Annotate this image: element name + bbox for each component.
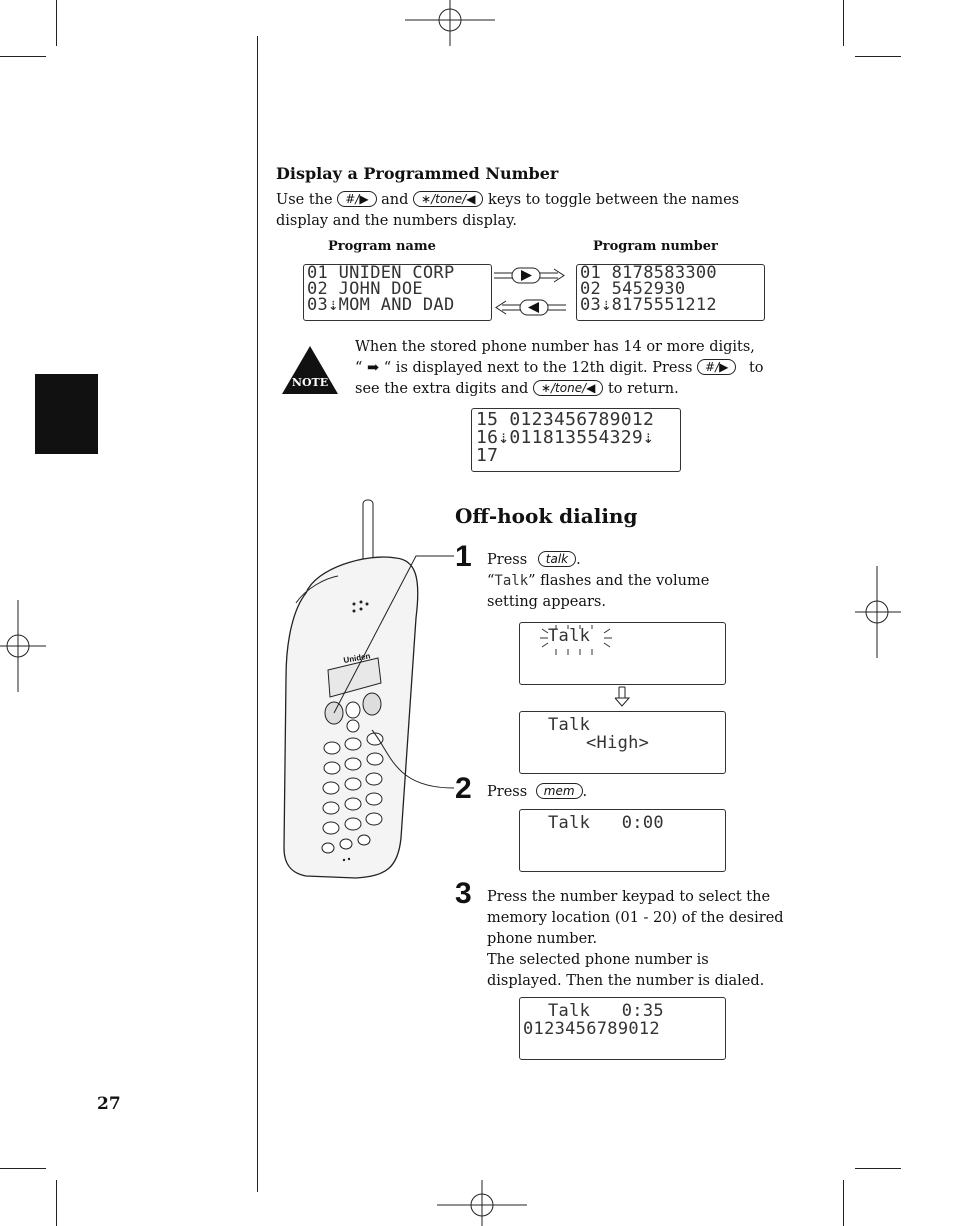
crop-mark [0, 56, 46, 57]
lcd-line: 15 0123456789012 [476, 409, 655, 430]
intro-text: Use the #/▶ and ∗/tone/◀ keys to toggle … [276, 190, 776, 232]
step-1-line2: ” flashes and the volume [528, 573, 710, 589]
lcd-line: 0123456789012 [523, 1019, 660, 1039]
lcd-line: Talk [548, 715, 591, 735]
step-1-text: Press talk. “Talk” flashes and the volum… [487, 550, 787, 613]
note-line2a: “ ➡ “ is displayed next to the 12th digi… [355, 360, 693, 376]
lcd-line: Talk [548, 626, 591, 646]
flash-rays-icon [540, 625, 612, 655]
talk-key-label: talk [537, 551, 577, 567]
program-name-label: Program name [328, 239, 436, 254]
registration-mark-bottom [437, 1180, 527, 1226]
note-line1: When the stored phone number has 14 or m… [355, 339, 755, 355]
step-3-number: 3 [455, 877, 472, 910]
lcd-line: 16⇣011813554329⇣ [476, 427, 655, 448]
step-2-press: Press [487, 784, 528, 800]
step-2-number: 2 [455, 772, 472, 805]
page-number: 27 [97, 1094, 121, 1114]
step-1-number: 1 [455, 540, 472, 573]
lcd-line: 02 5452930 [580, 279, 686, 299]
step-3-line: memory location (01 - 20) of the desired [487, 910, 784, 926]
step-2-text: Press mem. [487, 782, 587, 803]
note-badge-text: NOTE [292, 376, 328, 389]
registration-mark-left [0, 600, 46, 692]
program-name-display: 01 UNIDEN CORP 02 JOHN DOE 03⇣MOM AND DA… [303, 264, 492, 321]
dialing-display: Talk 0:35 0123456789012 [519, 997, 726, 1060]
program-number-display: 01 8178583300 02 5452930 03⇣8175551212 [576, 264, 765, 321]
intro-part3: keys to toggle between the names [488, 192, 740, 208]
note-line3b: to return. [607, 381, 679, 397]
mem-key-label: mem [535, 783, 583, 799]
tone-key-label: ∗/tone/◀ [532, 380, 604, 396]
step-1-period: . [576, 552, 581, 568]
talk-volume-display: Talk <High> [519, 711, 726, 774]
note-line2b: to [748, 360, 764, 376]
crop-mark [855, 56, 901, 57]
intro-part1: Use the [276, 192, 333, 208]
note-icon: NOTE [282, 346, 338, 394]
crop-mark [56, 1180, 57, 1226]
talk-flashing-display: Talk [519, 622, 726, 685]
arrow-left-icon [495, 299, 566, 316]
intro-line2: display and the numbers display. [276, 213, 518, 229]
chapter-tab [35, 374, 98, 454]
step-3-text: Press the number keypad to select the me… [487, 887, 807, 992]
down-arrow-icon [614, 686, 631, 707]
registration-mark-right [855, 566, 901, 658]
step-3-line: The selected phone number is [487, 952, 709, 968]
step-3-line: Press the number keypad to select the [487, 889, 771, 905]
toggle-arrows [494, 267, 566, 316]
lcd-line: Talk 0:00 [548, 813, 664, 833]
cordless-phone-illustration: Uniden [283, 499, 455, 879]
extra-digits-display: 15 0123456789012 16⇣011813554329⇣ 17 [471, 408, 681, 472]
arrow-right-icon [494, 267, 565, 284]
lcd-line: 03⇣8175551212 [580, 295, 717, 315]
tone-key-label: ∗/tone/◀ [413, 191, 484, 207]
crop-mark [0, 1168, 46, 1169]
section-title: Display a Programmed Number [276, 164, 559, 183]
lcd-line: 17 [476, 445, 499, 466]
lcd-line: 03⇣MOM AND DAD [307, 295, 455, 315]
quote-open: “ [487, 573, 495, 589]
lcd-line: 02 JOHN DOE [307, 279, 423, 299]
lcd-line: Talk 0:35 [548, 1001, 664, 1021]
registration-mark-top [405, 0, 495, 46]
program-number-label: Program number [593, 239, 718, 254]
lcd-line: 01 8178583300 [580, 263, 717, 283]
lcd-line: <High> [586, 733, 650, 753]
page-divider [257, 36, 258, 1192]
crop-mark [843, 1180, 844, 1226]
step-1-press: Press [487, 552, 528, 568]
step-1-line3: setting appears. [487, 594, 606, 610]
crop-mark [855, 1168, 901, 1169]
step-3-line: phone number. [487, 931, 598, 947]
step-3-line: displayed. Then the number is dialed. [487, 973, 765, 989]
talk-timer-display: Talk 0:00 [519, 809, 726, 872]
offhook-title: Off-hook dialing [455, 504, 638, 528]
lcd-line: 01 UNIDEN CORP [307, 263, 455, 283]
hash-key-label: #/▶ [697, 359, 737, 375]
step-2-period: . [582, 784, 588, 800]
lcd-word-talk: Talk [494, 573, 529, 589]
note-text: When the stored phone number has 14 or m… [355, 337, 785, 400]
note-line3a: see the extra digits and [355, 381, 529, 397]
intro-part2: and [381, 192, 409, 208]
crop-mark [56, 0, 57, 46]
crop-mark [843, 0, 844, 46]
hash-key-label: #/▶ [337, 191, 377, 207]
